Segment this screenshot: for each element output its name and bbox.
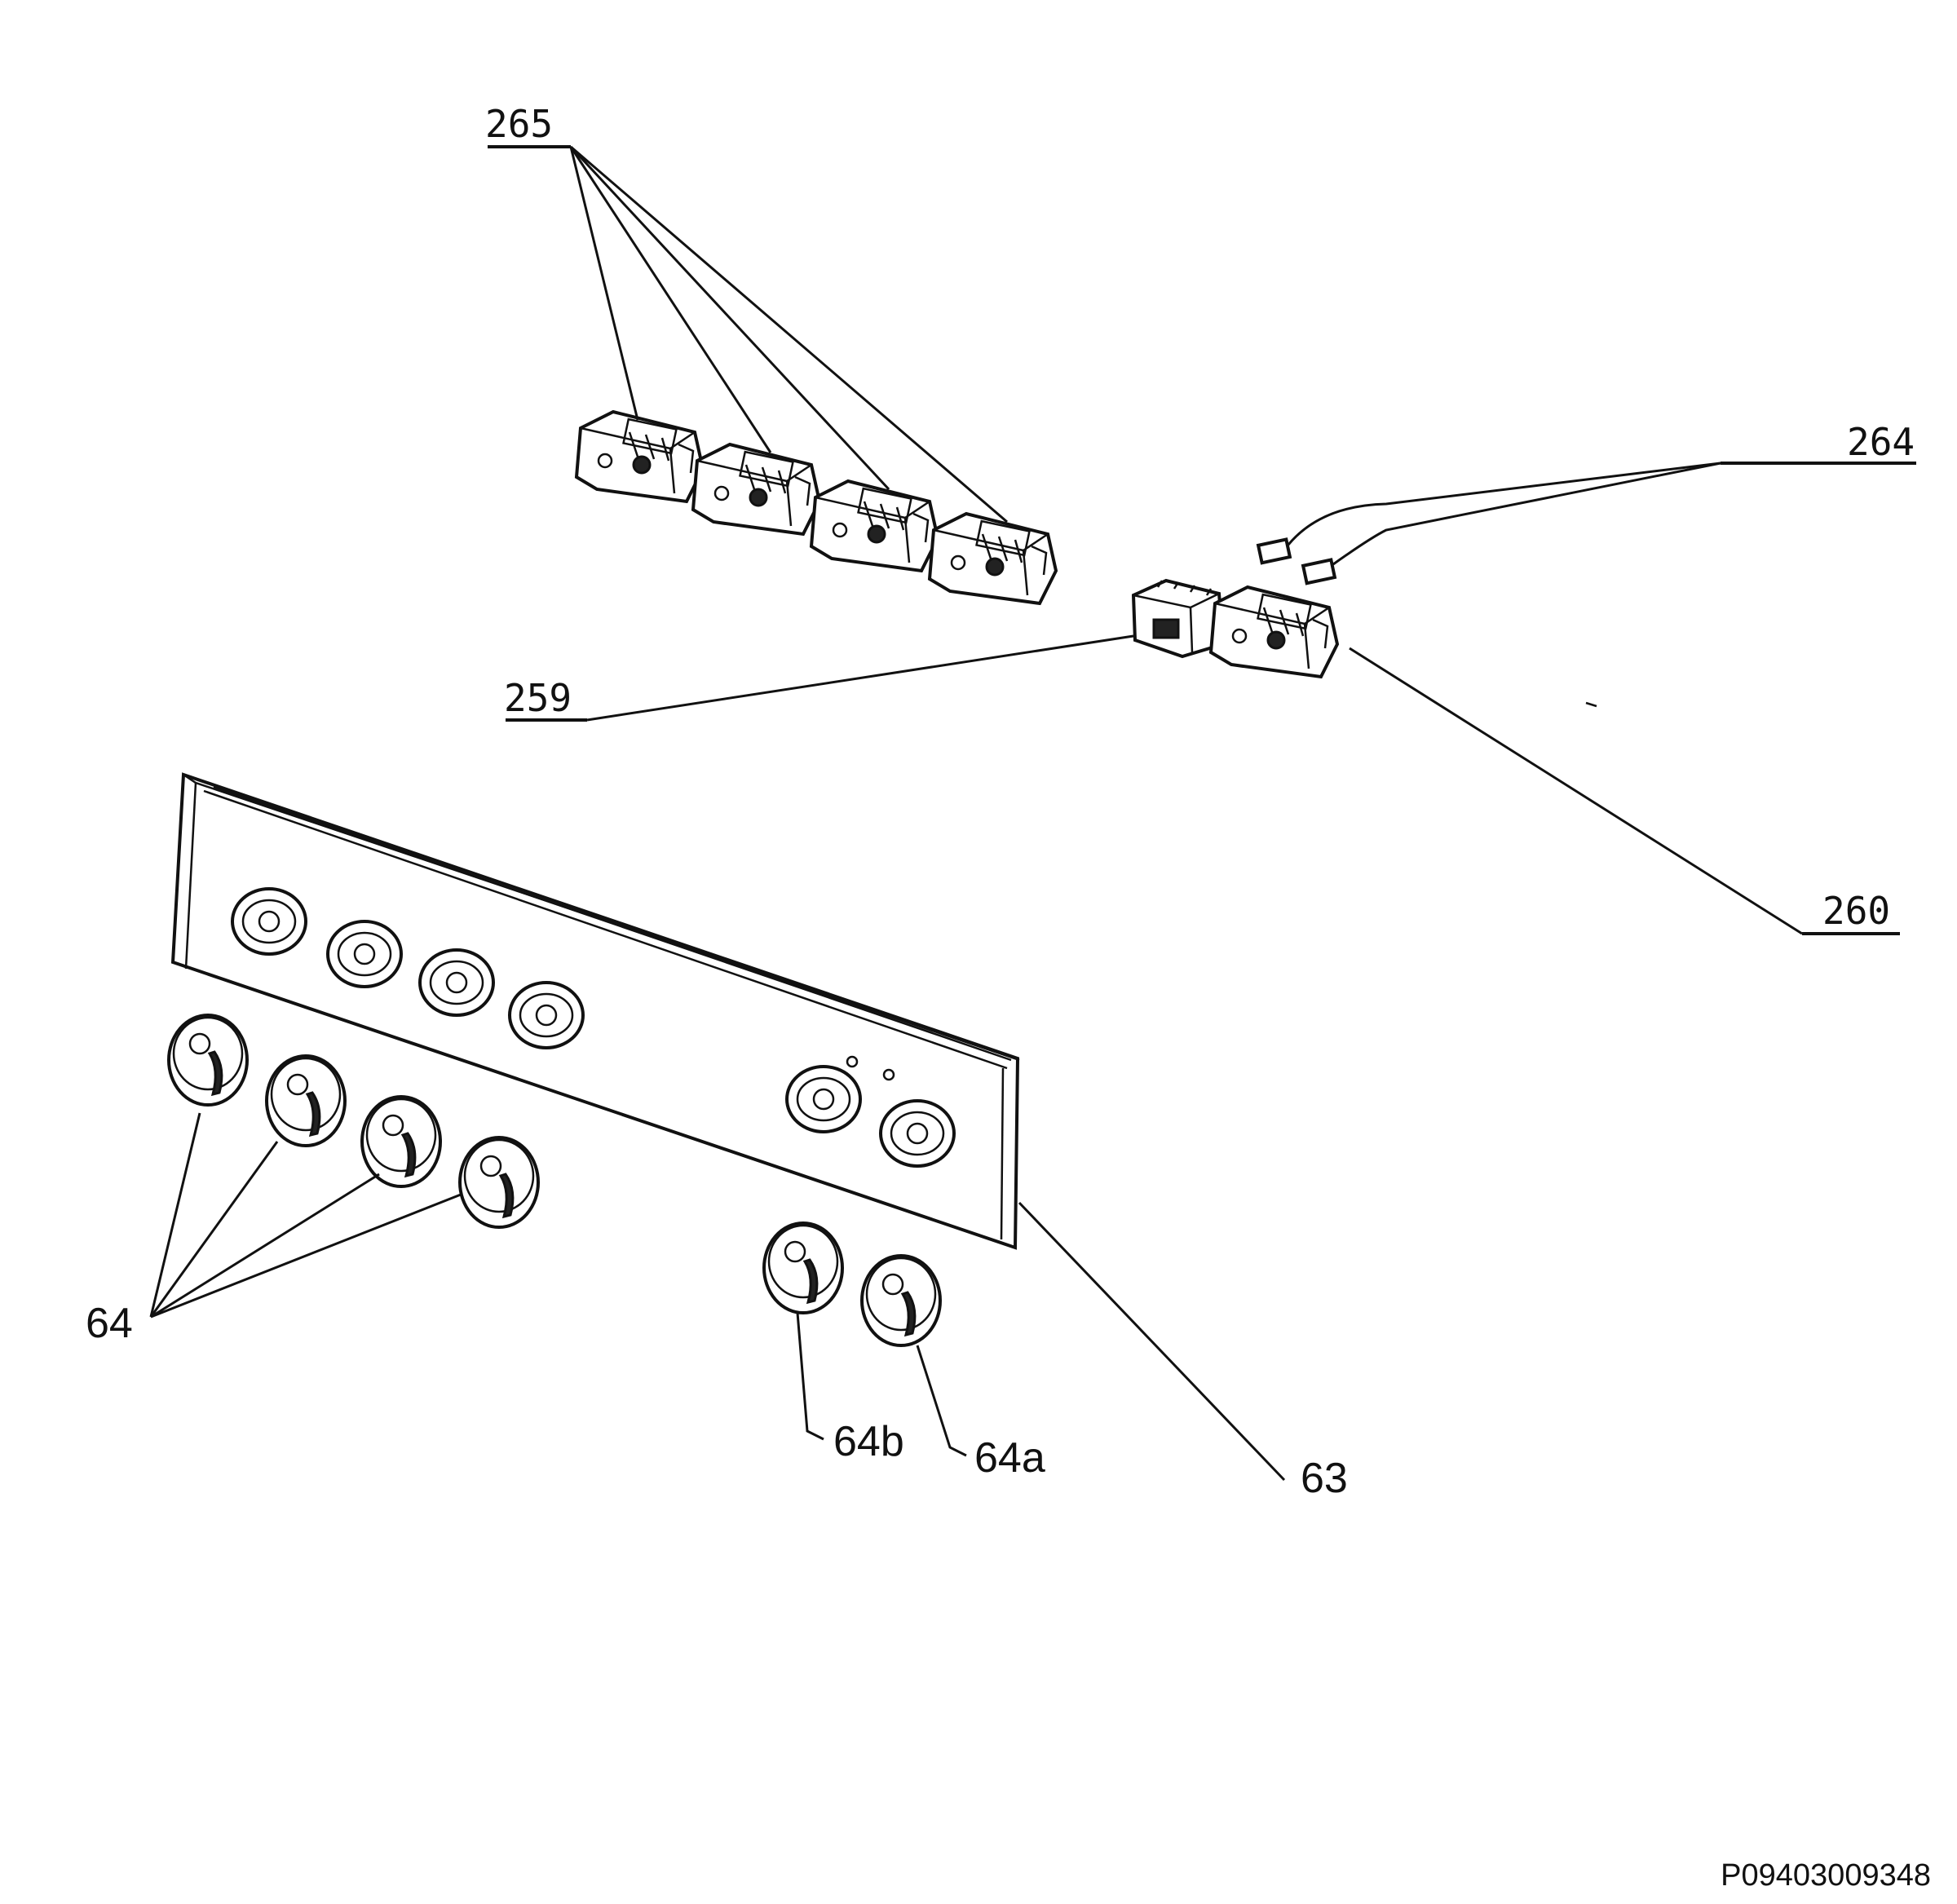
connector-259 [1131,578,1226,659]
stray-mark [1585,701,1597,708]
label-64: 64 [86,1300,133,1347]
leader-63 [1018,1201,1286,1482]
label-265: 265 [485,102,553,146]
knob-64b [762,1221,844,1314]
drawing-code: P09403009348 [1721,1858,1931,1893]
control-panel-63 [170,772,1020,1250]
leader-260 [1349,647,1900,935]
wire-terminals-264 [1256,462,1916,585]
label-260: 260 [1822,889,1890,933]
label-64a: 64a [974,1434,1045,1482]
leader-259 [506,634,1134,722]
label-259: 259 [504,676,572,720]
label-64b: 64b [833,1418,904,1465]
switch-group-265 [575,410,1058,605]
leader-64b [796,1312,824,1441]
leader-265 [488,145,1008,523]
switch-260 [1209,585,1339,678]
label-264: 264 [1847,420,1915,464]
leader-64a [916,1345,967,1457]
label-63: 63 [1301,1455,1348,1502]
knob-64a [860,1254,942,1347]
leader-64 [149,1112,462,1319]
